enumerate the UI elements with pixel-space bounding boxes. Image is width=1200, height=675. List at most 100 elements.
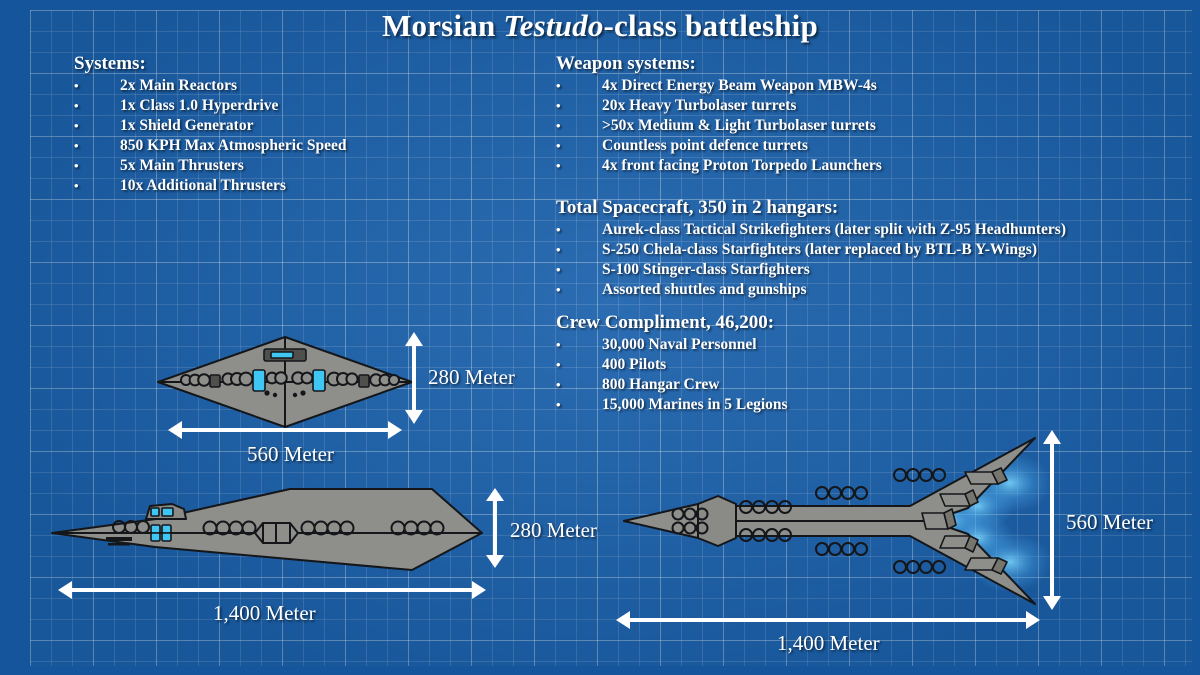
list-item-label: 850 KPH Max Atmospheric Speed: [120, 137, 347, 155]
list-item: • Aurek-class Tactical Strikefighters (la…: [556, 220, 1186, 240]
bullet-icon: •: [556, 138, 561, 154]
engine-nacelle: [921, 508, 957, 530]
title-prefix: Morsian: [382, 8, 504, 43]
list-item-label: 15,000 Marines in 5 Legions: [602, 396, 788, 414]
side-turret-row-mid-a: [202, 520, 257, 536]
list-item-label: S-100 Stinger-class Starfighters: [602, 261, 810, 279]
front-height-label: 280 Meter: [428, 365, 515, 389]
bullet-icon: •: [556, 158, 561, 174]
spacecraft-list: • Aurek-class Tactical Strikefighters (la…: [556, 220, 1186, 300]
list-item: • 1x Shield Generator: [74, 116, 534, 136]
front-bridge-module: [263, 348, 307, 362]
spacecraft-section: Total Spacecraft, 350 in 2 hangars: • Aur…: [556, 196, 1186, 300]
list-item: • Assorted shuttles and gunships: [556, 280, 1186, 300]
crew-list: • 30,000 Naval Personnel • 400 Pilots •800…: [556, 335, 976, 415]
side-turret-row-aft: [390, 520, 445, 536]
systems-heading: Systems:: [74, 53, 146, 74]
side-turret-row-forward: [112, 520, 150, 534]
list-item-label: 5x Main Thrusters: [120, 157, 244, 175]
list-item-label: 1x Shield Generator: [120, 117, 254, 135]
systems-list: •2x Main Reactors • 1x Class 1.0 Hyperdri…: [74, 76, 534, 196]
weapons-section: Weapon systems: •4x Direct Energy Beam W…: [556, 52, 1176, 176]
title-class-name: Testudo: [503, 8, 604, 43]
side-turret-row-mid-b: [300, 520, 355, 536]
list-item: • 4x Direct Energy Beam Weapon MBW-4s: [556, 76, 1176, 96]
list-item-label: Aurek-class Tactical Strikefighters (lat…: [602, 221, 1066, 239]
bullet-icon: •: [556, 357, 561, 373]
bullet-icon: •: [556, 397, 561, 413]
list-item-label: S-250 Chela-class Starfighters (later re…: [602, 241, 1037, 259]
list-item: •800 Hangar Crew: [556, 375, 976, 395]
list-item-label: 400 Pilots: [602, 356, 667, 374]
side-length-label: 1,400 Meter: [213, 601, 316, 625]
side-reactor-module: [253, 522, 300, 544]
list-item: • S-100 Stinger-class Starfighters: [556, 260, 1186, 280]
list-item: • 5x Main Thrusters: [74, 156, 534, 176]
front-thruster-group-left: [180, 371, 254, 388]
top-length-label: 1,400 Meter: [777, 631, 880, 655]
bullet-icon: •: [74, 158, 79, 174]
bullet-icon: •: [74, 178, 79, 194]
engine-nacelle: [939, 489, 979, 507]
list-item-label: 4x front facing Proton Torpedo Launchers: [602, 157, 882, 175]
front-hangar-right: [312, 369, 326, 392]
list-item: • 30,000 Naval Personnel: [556, 335, 976, 355]
top-width-dimension-arrow: [1043, 430, 1061, 610]
list-item-label: 20x Heavy Turbolaser turrets: [602, 97, 797, 115]
front-width-dimension-arrow: [168, 421, 402, 439]
list-item: • 4x front facing Proton Torpedo Launcher…: [556, 156, 1176, 176]
bullet-icon: •: [556, 262, 561, 278]
list-item: • >50x Medium & Light Turbolaser turrets: [556, 116, 1176, 136]
side-length-dimension-arrow: [58, 581, 486, 599]
top-width-label: 560 Meter: [1066, 510, 1153, 534]
bullet-icon: •: [556, 337, 561, 353]
bullet-icon: •: [74, 138, 79, 154]
list-item: • 400 Pilots: [556, 355, 976, 375]
front-height-dimension-arrow: [405, 332, 423, 424]
engine-nacelle-group: [921, 467, 1008, 575]
list-item-label: Assorted shuttles and gunships: [602, 281, 807, 299]
list-item: •20x Heavy Turbolaser turrets: [556, 96, 1176, 116]
bullet-icon: •: [556, 282, 561, 298]
list-item-label: Countless point defence turrets: [602, 137, 808, 155]
page-title: Morsian Testudo-class battleship: [0, 8, 1200, 44]
front-thruster-group-right: [326, 371, 400, 388]
blueprint-grid-background: [30, 10, 1192, 666]
weapons-list: •4x Direct Energy Beam Weapon MBW-4s •20…: [556, 76, 1176, 176]
title-suffix: -class battleship: [603, 8, 818, 43]
bullet-icon: •: [556, 242, 561, 258]
side-height-dimension-arrow: [486, 488, 504, 568]
engine-nacelle: [964, 557, 1008, 575]
bullet-icon: •: [74, 98, 79, 114]
bullet-icon: •: [74, 118, 79, 134]
list-item: • 850 KPH Max Atmospheric Speed: [74, 136, 534, 156]
front-hangar-left: [252, 369, 266, 392]
engine-nacelle: [964, 467, 1008, 485]
systems-section: Systems: •2x Main Reactors • 1x Class 1.0…: [74, 52, 534, 196]
bullet-icon: •: [556, 222, 561, 238]
list-item: • 10x Additional Thrusters: [74, 176, 534, 196]
bullet-icon: •: [556, 78, 561, 94]
top-view-drawing: [623, 437, 1052, 605]
bullet-icon: •: [556, 118, 561, 134]
list-item-label: >50x Medium & Light Turbolaser turrets: [602, 117, 876, 135]
bullet-icon: •: [74, 78, 79, 94]
list-item-label: 10x Additional Thrusters: [120, 177, 286, 195]
engine-nacelle: [939, 535, 979, 553]
list-item: •2x Main Reactors: [74, 76, 534, 96]
side-bridge-tower: [145, 503, 187, 520]
list-item: • 15,000 Marines in 5 Legions: [556, 395, 976, 415]
list-item: • Countless point defence turrets: [556, 136, 1176, 156]
list-item-label: 30,000 Naval Personnel: [602, 336, 757, 354]
top-turret-row-lower: [671, 521, 946, 574]
side-view-drawing: [51, 488, 483, 571]
list-item: • S-250 Chela-class Starfighters (later r…: [556, 240, 1186, 260]
spacecraft-heading: Total Spacecraft, 350 in 2 hangars:: [556, 197, 839, 218]
side-hangar-doors: [150, 524, 172, 542]
crew-heading: Crew Compliment, 46,200:: [556, 312, 775, 333]
list-item-label: 4x Direct Energy Beam Weapon MBW-4s: [602, 77, 877, 95]
front-width-label: 560 Meter: [247, 442, 334, 466]
top-turret-row-upper: [671, 468, 946, 521]
list-item-label: 1x Class 1.0 Hyperdrive: [120, 97, 279, 115]
